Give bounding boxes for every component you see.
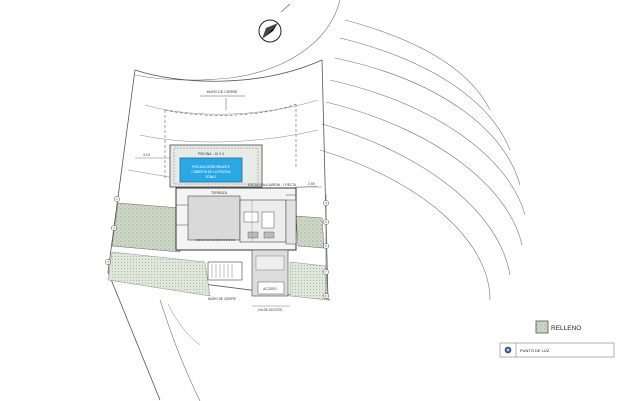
grid-markers: 1 2 3 4 5 6 7 8 (105, 196, 329, 299)
terrace-label: TERRAZA (211, 191, 228, 195)
left-dimension: 3.10 (143, 153, 150, 157)
north-arrow-icon (258, 3, 291, 43)
right-dimension: 2.50 (308, 182, 315, 186)
svg-text:6: 6 (325, 244, 327, 248)
svg-text:4: 4 (325, 201, 327, 205)
lower-stair (207, 249, 289, 297)
access-road-label: VIA DE ACCESO (258, 308, 283, 312)
grid-marker: 3 (105, 259, 111, 265)
pool-water (179, 157, 243, 183)
grid-marker: 4 (323, 200, 329, 206)
grid-marker: 2 (111, 225, 117, 231)
svg-text:2: 2 (113, 226, 115, 230)
setback-line (164, 103, 297, 178)
bottom-wall-label: MURO DE CIERRE (208, 297, 236, 301)
grid-marker: 5 (323, 219, 329, 225)
pool-deck-inner (173, 147, 259, 185)
grid-marker: 7 (323, 269, 329, 275)
legend-light-row: PUNTO DE LUZ (499, 342, 615, 358)
access-label: ACCESO (263, 287, 277, 291)
top-wall-label: MURO DE CIERRE (207, 90, 238, 94)
fill-area-lower-left (107, 251, 211, 297)
grid-marker: 8 (323, 293, 329, 299)
grid-marker: 1 (114, 196, 120, 202)
fill-area-lower-right (289, 261, 329, 301)
svg-text:3: 3 (107, 260, 109, 264)
grid-marker: 6 (323, 243, 329, 249)
pool-text-1: PISCINA DESBORDANTE (192, 165, 230, 169)
stair-label: ESCALERA A JARDIN - 1 RECTA (248, 183, 297, 187)
lower-terrain-contour (167, 303, 201, 346)
fill-area-right (295, 215, 325, 249)
pool-text-2: CUBIERTA DE LA PISCINA (191, 170, 231, 174)
lower-terrain-edge (159, 299, 201, 401)
legend: RELLENO PUNTO DE LUZ (499, 320, 615, 358)
pool-text-3: ZONA 1 (205, 175, 217, 179)
pool-top-label: PISCINA - 10 X 4 (198, 152, 224, 156)
light-point-icon (504, 346, 512, 354)
terrain-contours (134, 0, 526, 301)
svg-text:7: 7 (325, 270, 327, 274)
svg-text:8: 8 (325, 294, 327, 298)
legend-fill-row: RELLENO (535, 320, 581, 334)
legend-light-label: PUNTO DE LUZ (520, 348, 550, 353)
legend-fill-label: RELLENO (551, 325, 581, 332)
svg-text:1: 1 (116, 197, 118, 201)
legend-fill-swatch (535, 320, 549, 334)
svg-text:5: 5 (325, 220, 327, 224)
legend-light-box (499, 342, 615, 358)
fill-area-left (111, 202, 181, 253)
house-footprint (175, 187, 297, 251)
